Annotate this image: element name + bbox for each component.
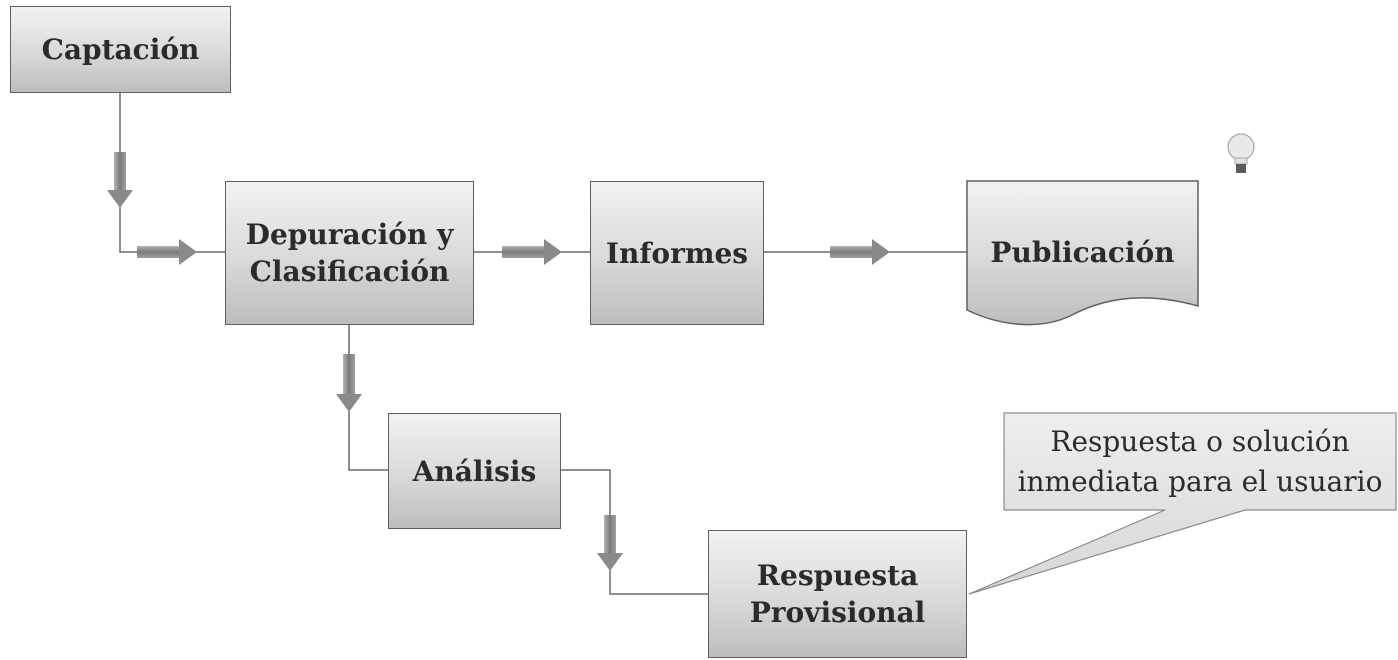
connector-analisis-respuesta	[561, 469, 708, 595]
node-informes-label: Informes	[605, 236, 749, 270]
arrow-down-3	[597, 515, 623, 571]
publicacion-shape	[966, 180, 1199, 326]
node-depuracion-label-line1: Depuración y	[245, 218, 454, 251]
arrow-down-2	[336, 354, 362, 412]
arrow-down-1	[107, 152, 133, 208]
node-depuracion: Depuración y Clasificación	[225, 181, 474, 325]
callout-line1: Respuesta o solución	[1050, 424, 1350, 458]
node-publicacion-label: Publicación	[990, 235, 1175, 269]
node-depuracion-label-line2: Clasificación	[249, 255, 450, 288]
node-captacion-label: Captación	[41, 33, 200, 66]
node-informes: Informes	[590, 181, 764, 325]
connector-captacion-depuracion	[119, 92, 225, 253]
arrow-right-1	[137, 239, 197, 265]
node-respuesta-label-line2: Provisional	[749, 596, 926, 629]
node-publicacion: Publicación	[967, 181, 1198, 325]
node-analisis: Análisis	[388, 413, 561, 529]
callout-line2: inmediata para el usuario	[1017, 464, 1383, 498]
node-captacion: Captación	[10, 6, 231, 93]
lightbulb-icon	[1227, 133, 1255, 173]
arrow-right-2	[502, 239, 562, 265]
node-respuesta-provisional: Respuesta Provisional	[708, 530, 967, 658]
node-respuesta-label-line1: Respuesta	[756, 559, 919, 592]
node-analisis-label: Análisis	[412, 454, 537, 488]
arrow-right-3	[830, 239, 890, 265]
callout-shape	[968, 412, 1397, 595]
callout: Respuesta o solución inmediata para el u…	[1004, 413, 1396, 510]
